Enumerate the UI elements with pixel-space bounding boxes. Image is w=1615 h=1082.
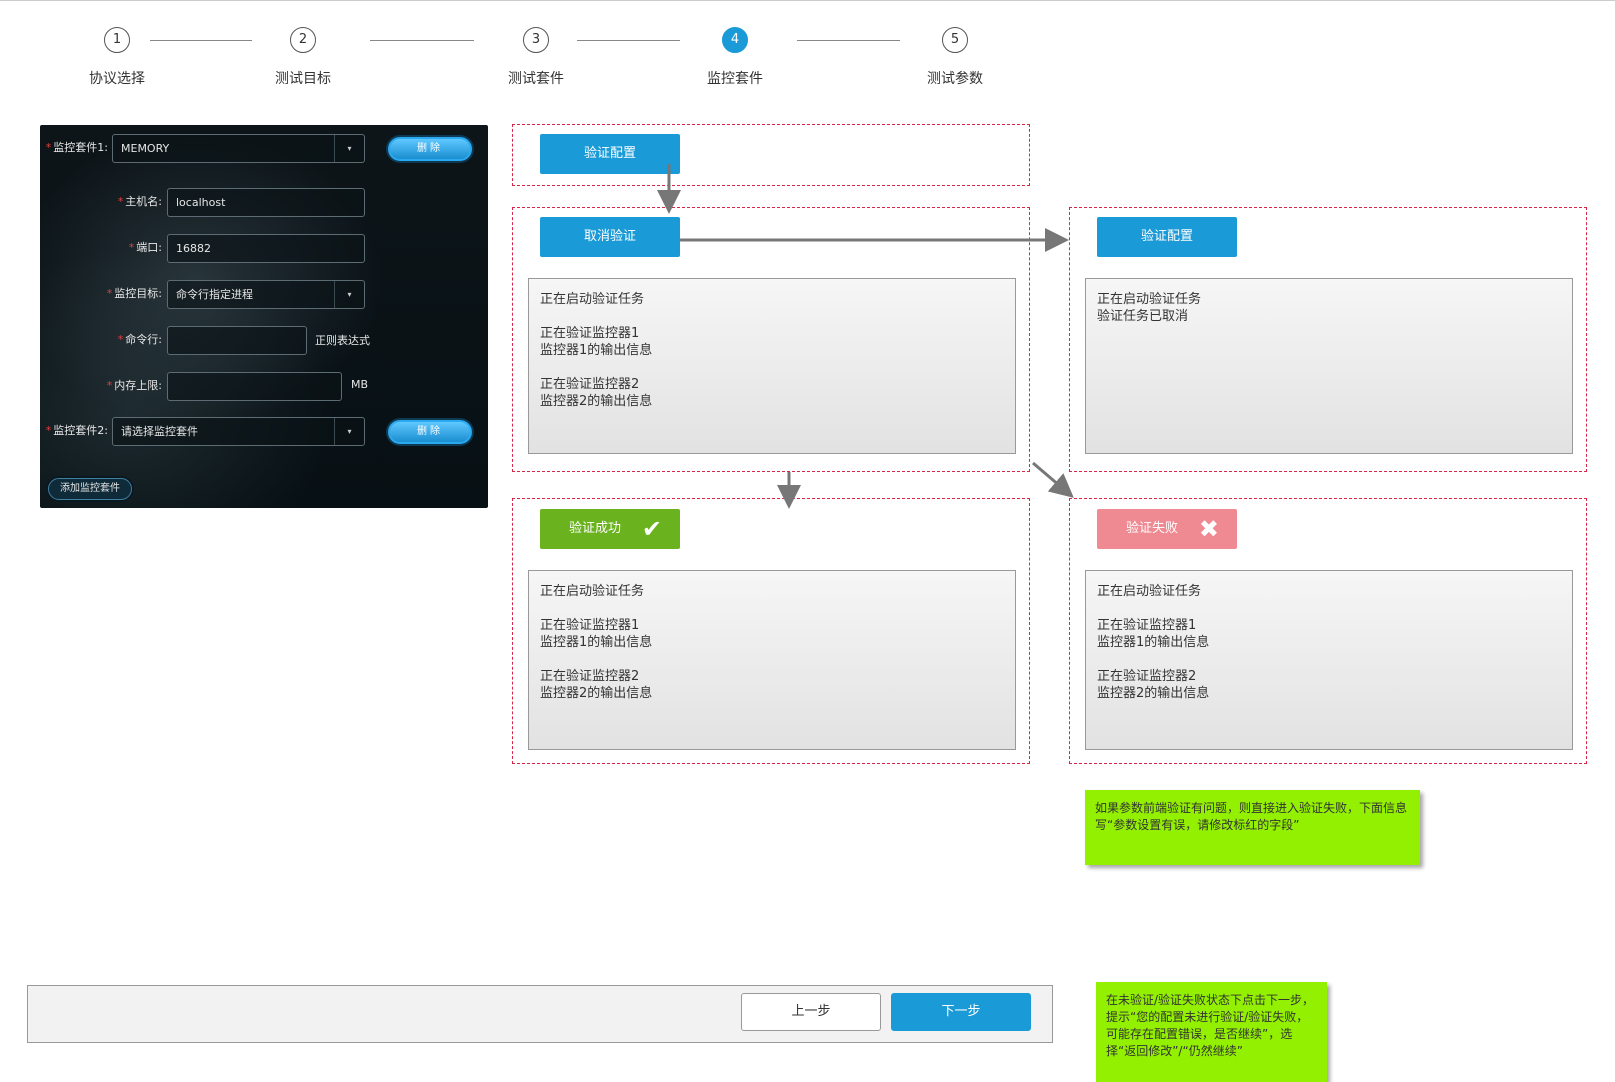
step-1-label[interactable]: 协议选择 [89,71,145,87]
arrow-running-to-fail [1032,461,1074,498]
suite2-label: *监控套件2: [45,424,108,437]
mem-input[interactable] [167,372,342,401]
port-input[interactable]: 16882 [167,234,365,263]
step-connector [370,40,474,41]
running-region [512,207,1030,472]
step-connector [797,40,900,41]
delete-suite1-button[interactable]: 删除 [388,137,472,161]
verify-region [512,124,1030,186]
step-connector [150,40,252,41]
suite2-select[interactable]: 请选择监控套件 ▾ [112,417,365,446]
fail-region [1069,498,1587,764]
check-icon: ✔ [641,515,662,543]
target-select[interactable]: 命令行指定进程 ▾ [167,280,365,309]
prev-step-button[interactable]: 上一步 [741,993,881,1031]
host-input[interactable]: localhost [167,188,365,217]
add-suite-button[interactable]: 添加监控套件 [48,478,132,500]
step-2-label[interactable]: 测试目标 [275,71,331,87]
verify-config-again-button[interactable]: 验证配置 [1097,217,1237,257]
fail-log: 正在启动验证任务 正在验证监控器1 监控器1的输出信息 正在验证监控器2 监控器… [1085,570,1573,750]
cross-icon: ✖ [1198,515,1219,543]
next-step-button[interactable]: 下一步 [891,993,1031,1031]
cmd-hint: 正则表达式 [315,334,370,347]
running-log: 正在启动验证任务 正在验证监控器1 监控器1的输出信息 正在验证监控器2 监控器… [528,278,1016,454]
note-next-step-warning: 在未验证/验证失败状态下点击下一步，提示“您的配置未进行验证/验证失败，可能存在… [1096,982,1327,1082]
target-label: *监控目标: [106,287,162,300]
step-5-circle[interactable]: 5 [942,27,968,53]
step-3-label[interactable]: 测试套件 [508,71,564,87]
success-log: 正在启动验证任务 正在验证监控器1 监控器1的输出信息 正在验证监控器2 监控器… [528,570,1016,750]
mem-label: *内存上限: [106,379,162,392]
monitor-suite-form: *监控套件1: MEMORY ▾ 删除 *主机名: localhost *端口:… [40,125,488,508]
top-divider [0,0,1615,1]
port-label: *端口: [128,241,162,254]
chevron-down-icon[interactable]: ▾ [334,135,364,162]
step-4-label[interactable]: 监控套件 [707,71,763,87]
cmd-input[interactable] [167,326,307,355]
footer-bar [27,985,1053,1043]
step-3-circle[interactable]: 3 [523,27,549,53]
cancelled-log: 正在启动验证任务 验证任务已取消 [1085,278,1573,454]
verify-fail-badge: 验证失败 ✖ [1097,509,1237,549]
note-frontend-validation: 如果参数前端验证有问题，则直接进入验证失败，下面信息写“参数设置有误，请修改标红… [1085,790,1420,865]
step-4-circle[interactable]: 4 [722,27,748,53]
cancelled-region [1069,207,1587,472]
cancel-verify-button[interactable]: 取消验证 [540,217,680,257]
host-label: *主机名: [117,195,162,208]
chevron-down-icon[interactable]: ▾ [334,281,364,308]
step-1-circle[interactable]: 1 [104,27,130,53]
suite1-label: *监控套件1: [45,141,108,154]
step-connector [577,40,680,41]
step-2-circle[interactable]: 2 [290,27,316,53]
verify-success-badge: 验证成功 ✔ [540,509,680,549]
suite1-select[interactable]: MEMORY ▾ [112,134,365,163]
chevron-down-icon[interactable]: ▾ [334,418,364,445]
cmd-label: *命令行: [117,333,162,346]
mem-unit: MB [351,378,369,391]
success-region [512,498,1030,764]
step-5-label[interactable]: 测试参数 [927,71,983,87]
delete-suite2-button[interactable]: 删除 [388,420,472,444]
verify-config-button[interactable]: 验证配置 [540,134,680,174]
